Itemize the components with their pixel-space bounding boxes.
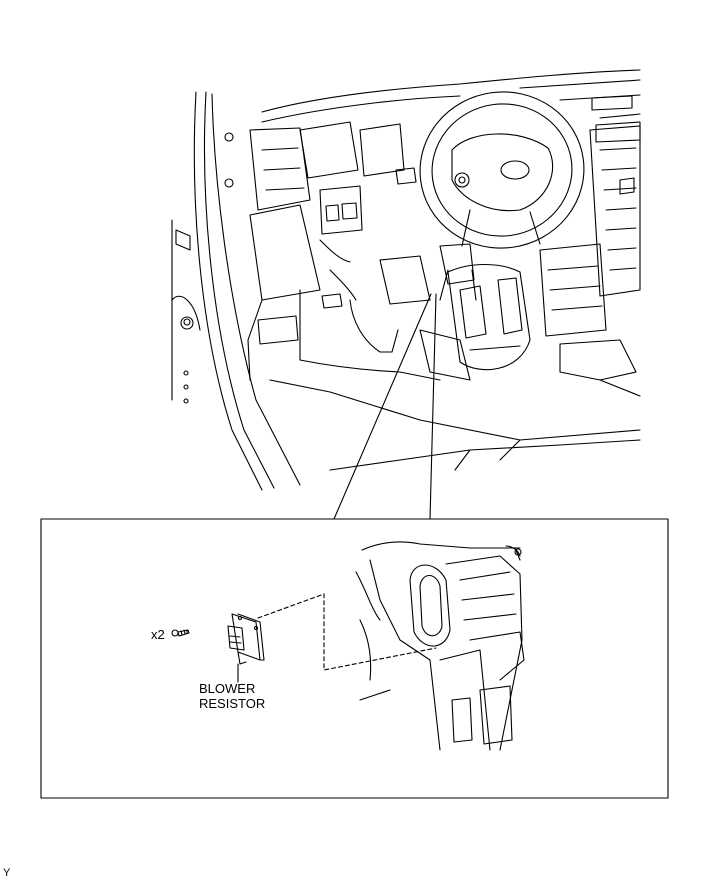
part-name-line2: RESISTOR — [199, 696, 266, 711]
heater-duct — [447, 264, 531, 371]
steering-column — [439, 243, 477, 301]
duct-assembly — [355, 541, 525, 751]
dashboard-top — [261, 69, 641, 113]
leader-line-left — [333, 293, 432, 520]
quantity-label: x2 — [151, 627, 165, 642]
dashboard-overview — [171, 69, 641, 491]
leader-line-right — [429, 293, 437, 520]
install-dashed-line — [257, 593, 437, 671]
a-pillar — [193, 91, 263, 491]
part-name-label: BLOWER RESISTOR — [199, 681, 265, 711]
blower-resistor-part — [227, 613, 265, 683]
screw-icon — [171, 629, 190, 637]
detail-box — [40, 518, 669, 799]
steering-wheel — [419, 91, 585, 249]
part-name-line1: BLOWER — [199, 681, 256, 696]
figure-code: Y — [3, 867, 11, 879]
